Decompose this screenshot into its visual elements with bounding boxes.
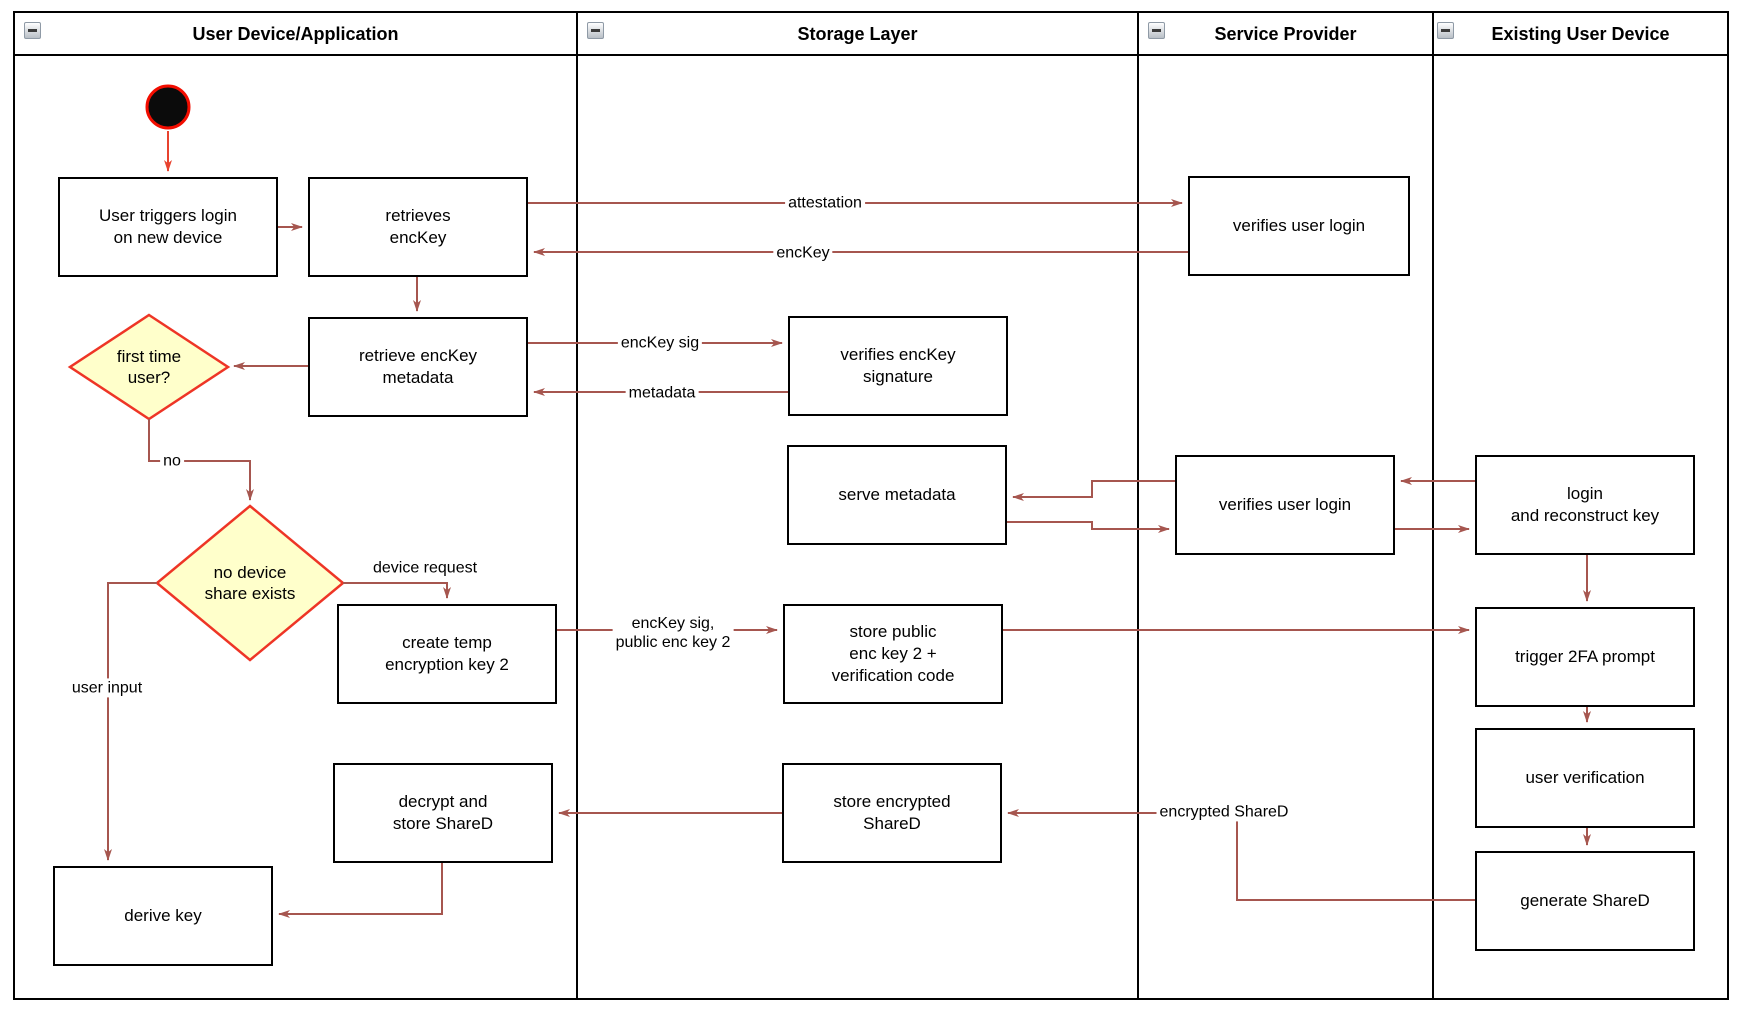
- node-verifies-enckey-signature: verifies encKey signature: [788, 316, 1008, 416]
- edge-label-device-request: device request: [369, 558, 481, 578]
- lane-title: Service Provider: [1214, 23, 1357, 44]
- node-create-temp-key: create temp encryption key 2: [337, 604, 557, 704]
- node-user-verification: user verification: [1475, 728, 1695, 828]
- decision-no-device-share: [155, 504, 345, 662]
- collapse-lane-icon[interactable]: [1148, 22, 1165, 39]
- lane-title: User Device/Application: [192, 23, 399, 44]
- edge-label-attestation: attestation: [785, 193, 865, 213]
- lane-title: Storage Layer: [797, 23, 918, 44]
- node-serve-metadata: serve metadata: [787, 445, 1007, 545]
- node-trigger-2fa-prompt: trigger 2FA prompt: [1475, 607, 1695, 707]
- node-decrypt-store-shared: decrypt and store ShareD: [333, 763, 553, 863]
- lane-header-service-provider: Service Provider: [1138, 13, 1433, 55]
- lane-title: Existing User Device: [1491, 23, 1670, 44]
- node-retrieves-enckey: retrieves encKey: [308, 177, 528, 277]
- node-generate-shared: generate ShareD: [1475, 851, 1695, 951]
- swimlane-frame: [13, 11, 1729, 1000]
- node-store-public-key: store public enc key 2 + verification co…: [783, 604, 1003, 704]
- edge-label-no: no: [160, 451, 184, 471]
- node-retrieve-enckey-metadata: retrieve encKey metadata: [308, 317, 528, 417]
- edge-serve-to-verifies: [1007, 521, 1170, 533]
- node-verifies-user-login-1: verifies user login: [1188, 176, 1410, 276]
- collapse-lane-icon[interactable]: [1437, 22, 1454, 39]
- edge-decrypt-to-derive: [278, 863, 443, 918]
- edge-label-enckey-sig-pub: encKey sig, public enc key 2: [612, 613, 734, 653]
- node-store-encrypted-shared: store encrypted ShareD: [782, 763, 1002, 863]
- initial-node: [145, 84, 191, 130]
- collapse-lane-icon[interactable]: [587, 22, 604, 39]
- edge-label-metadata: metadata: [625, 383, 699, 403]
- edge-label-encrypted-shared: encrypted ShareD: [1156, 802, 1292, 822]
- edge-user-input: [104, 582, 157, 861]
- node-user-triggers-login: User triggers login on new device: [58, 177, 278, 277]
- minus-icon: [591, 29, 600, 32]
- edge-encrypted-shared: [1007, 809, 1475, 901]
- edge-label-enckey-sig: encKey sig: [617, 333, 703, 353]
- edge-label-enckey: encKey: [773, 243, 833, 263]
- edge-no-branch: [148, 419, 254, 501]
- collapse-lane-icon[interactable]: [24, 22, 41, 39]
- node-verifies-user-login-2: verifies user login: [1175, 455, 1395, 555]
- node-login-reconstruct-key: login and reconstruct key: [1475, 455, 1695, 555]
- minus-icon: [1152, 29, 1161, 32]
- edge-verifies-to-serve: [1012, 480, 1175, 501]
- edge-device-request: [343, 582, 451, 599]
- decision-label-no-device-share: no device share exists: [204, 562, 296, 603]
- node-derive-key: derive key: [53, 866, 273, 966]
- lane-header-user-device: User Device/Application: [14, 13, 577, 55]
- lane-header-existing-device: Existing User Device: [1433, 13, 1728, 55]
- minus-icon: [1441, 29, 1450, 32]
- decision-label-first-time-user: first time user?: [116, 346, 182, 387]
- lane-header-storage-layer: Storage Layer: [577, 13, 1138, 55]
- edge-label-user-input: user input: [68, 678, 146, 698]
- minus-icon: [28, 29, 37, 32]
